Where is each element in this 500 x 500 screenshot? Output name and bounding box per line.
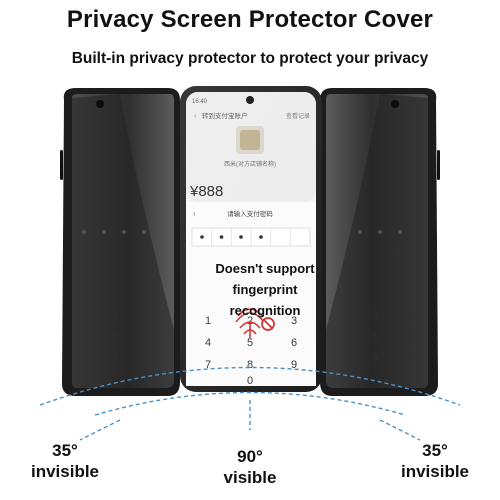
angle-left-label: 35° invisible [10, 440, 120, 482]
camera-hole-icon [96, 100, 104, 108]
angle-right-label: 35° invisible [380, 440, 490, 482]
angle-left-degree: 35° [52, 441, 78, 460]
svg-text:9: 9 [410, 353, 416, 365]
angle-center-state: visible [223, 468, 277, 487]
viewing-angle-arcs [39, 366, 461, 441]
svg-text:6: 6 [372, 331, 378, 343]
svg-text:888: 888 [80, 193, 98, 205]
angle-right-state: invisible [400, 462, 470, 481]
page-subtitle: Built-in privacy protector to protect yo… [71, 50, 429, 67]
camera-hole-icon [391, 100, 399, 108]
note-line-1: Doesn't support [215, 261, 315, 276]
svg-text:7: 7 [80, 353, 86, 365]
svg-text:9: 9 [372, 353, 378, 365]
angle-center-degree: 90° [237, 447, 263, 466]
svg-text:888: 888 [392, 249, 410, 261]
svg-text:1: 1 [80, 309, 86, 321]
center-phone: 16:40 ‹ 转到支付宝账户 查看记录 西米(对方店铺名称) ¥888 ‹ 请… [180, 86, 322, 392]
fingerprint-note: Doesn't support fingerprint recognition [202, 258, 328, 321]
svg-text:3: 3 [372, 309, 378, 321]
svg-text:4: 4 [80, 331, 86, 343]
left-phone: 888 1 2 4 5 7 8 [60, 88, 180, 396]
svg-text:5: 5 [112, 331, 118, 343]
svg-text:2: 2 [112, 309, 118, 321]
svg-text:8: 8 [112, 353, 118, 365]
angle-center-label: 90° visible [196, 446, 304, 488]
angle-left-state: invisible [30, 462, 100, 481]
right-phone: 888 3 3 6 6 9 9 [320, 88, 440, 396]
angle-right-degree: 35° [422, 441, 448, 460]
note-line-2: fingerprint recognition [229, 282, 301, 318]
svg-text:3: 3 [410, 309, 416, 321]
svg-text:6: 6 [410, 331, 416, 343]
page-title: Privacy Screen Protector Cover [66, 6, 434, 33]
